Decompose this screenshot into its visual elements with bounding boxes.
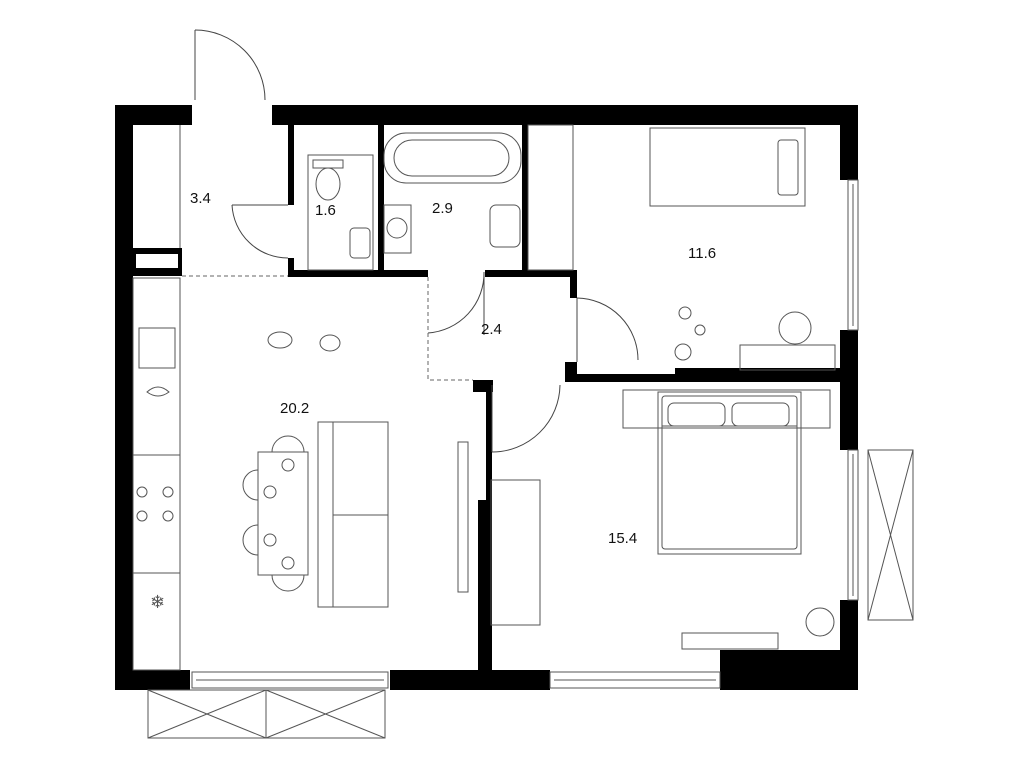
wardrobe: [490, 479, 541, 626]
dog-icon: [267, 331, 293, 349]
wc-sink-icon: [349, 227, 371, 259]
windows: [191, 179, 859, 689]
area-bedroom-main: 15.4: [608, 530, 637, 547]
bathtub-icon: [383, 132, 522, 184]
sink-icon: [138, 327, 176, 369]
balconies: [147, 449, 914, 739]
fridge-snowflake-icon: ❄: [150, 592, 165, 612]
bath-sink-icon: [489, 204, 521, 248]
area-hallway: 3.4: [190, 190, 211, 207]
tv: [457, 441, 469, 593]
cat-icon: [319, 334, 341, 352]
interior-walls: [132, 125, 848, 670]
tv-stand: [681, 632, 779, 650]
doors: [182, 29, 639, 453]
washing-machine-icon: [383, 204, 412, 254]
furniture: ❄: [132, 124, 836, 671]
child-bed: [649, 127, 806, 207]
area-kitchen-living: 20.2: [280, 400, 309, 417]
area-wc: 1.6: [315, 202, 336, 219]
desk: [739, 344, 836, 371]
double-bed: [657, 391, 802, 555]
area-bathroom: 2.9: [432, 200, 453, 217]
stove-icon: [136, 486, 174, 522]
dining-table: [257, 451, 309, 576]
outer-walls: [115, 105, 858, 690]
plant-icon: [805, 607, 835, 637]
toilet-icon: [315, 167, 341, 201]
room-labels: 3.4 1.6 2.9 11.6 2.4 20.2 15.4: [190, 190, 716, 547]
area-bedroom-small: 11.6: [688, 245, 716, 262]
area-corridor: 2.4: [481, 321, 502, 338]
